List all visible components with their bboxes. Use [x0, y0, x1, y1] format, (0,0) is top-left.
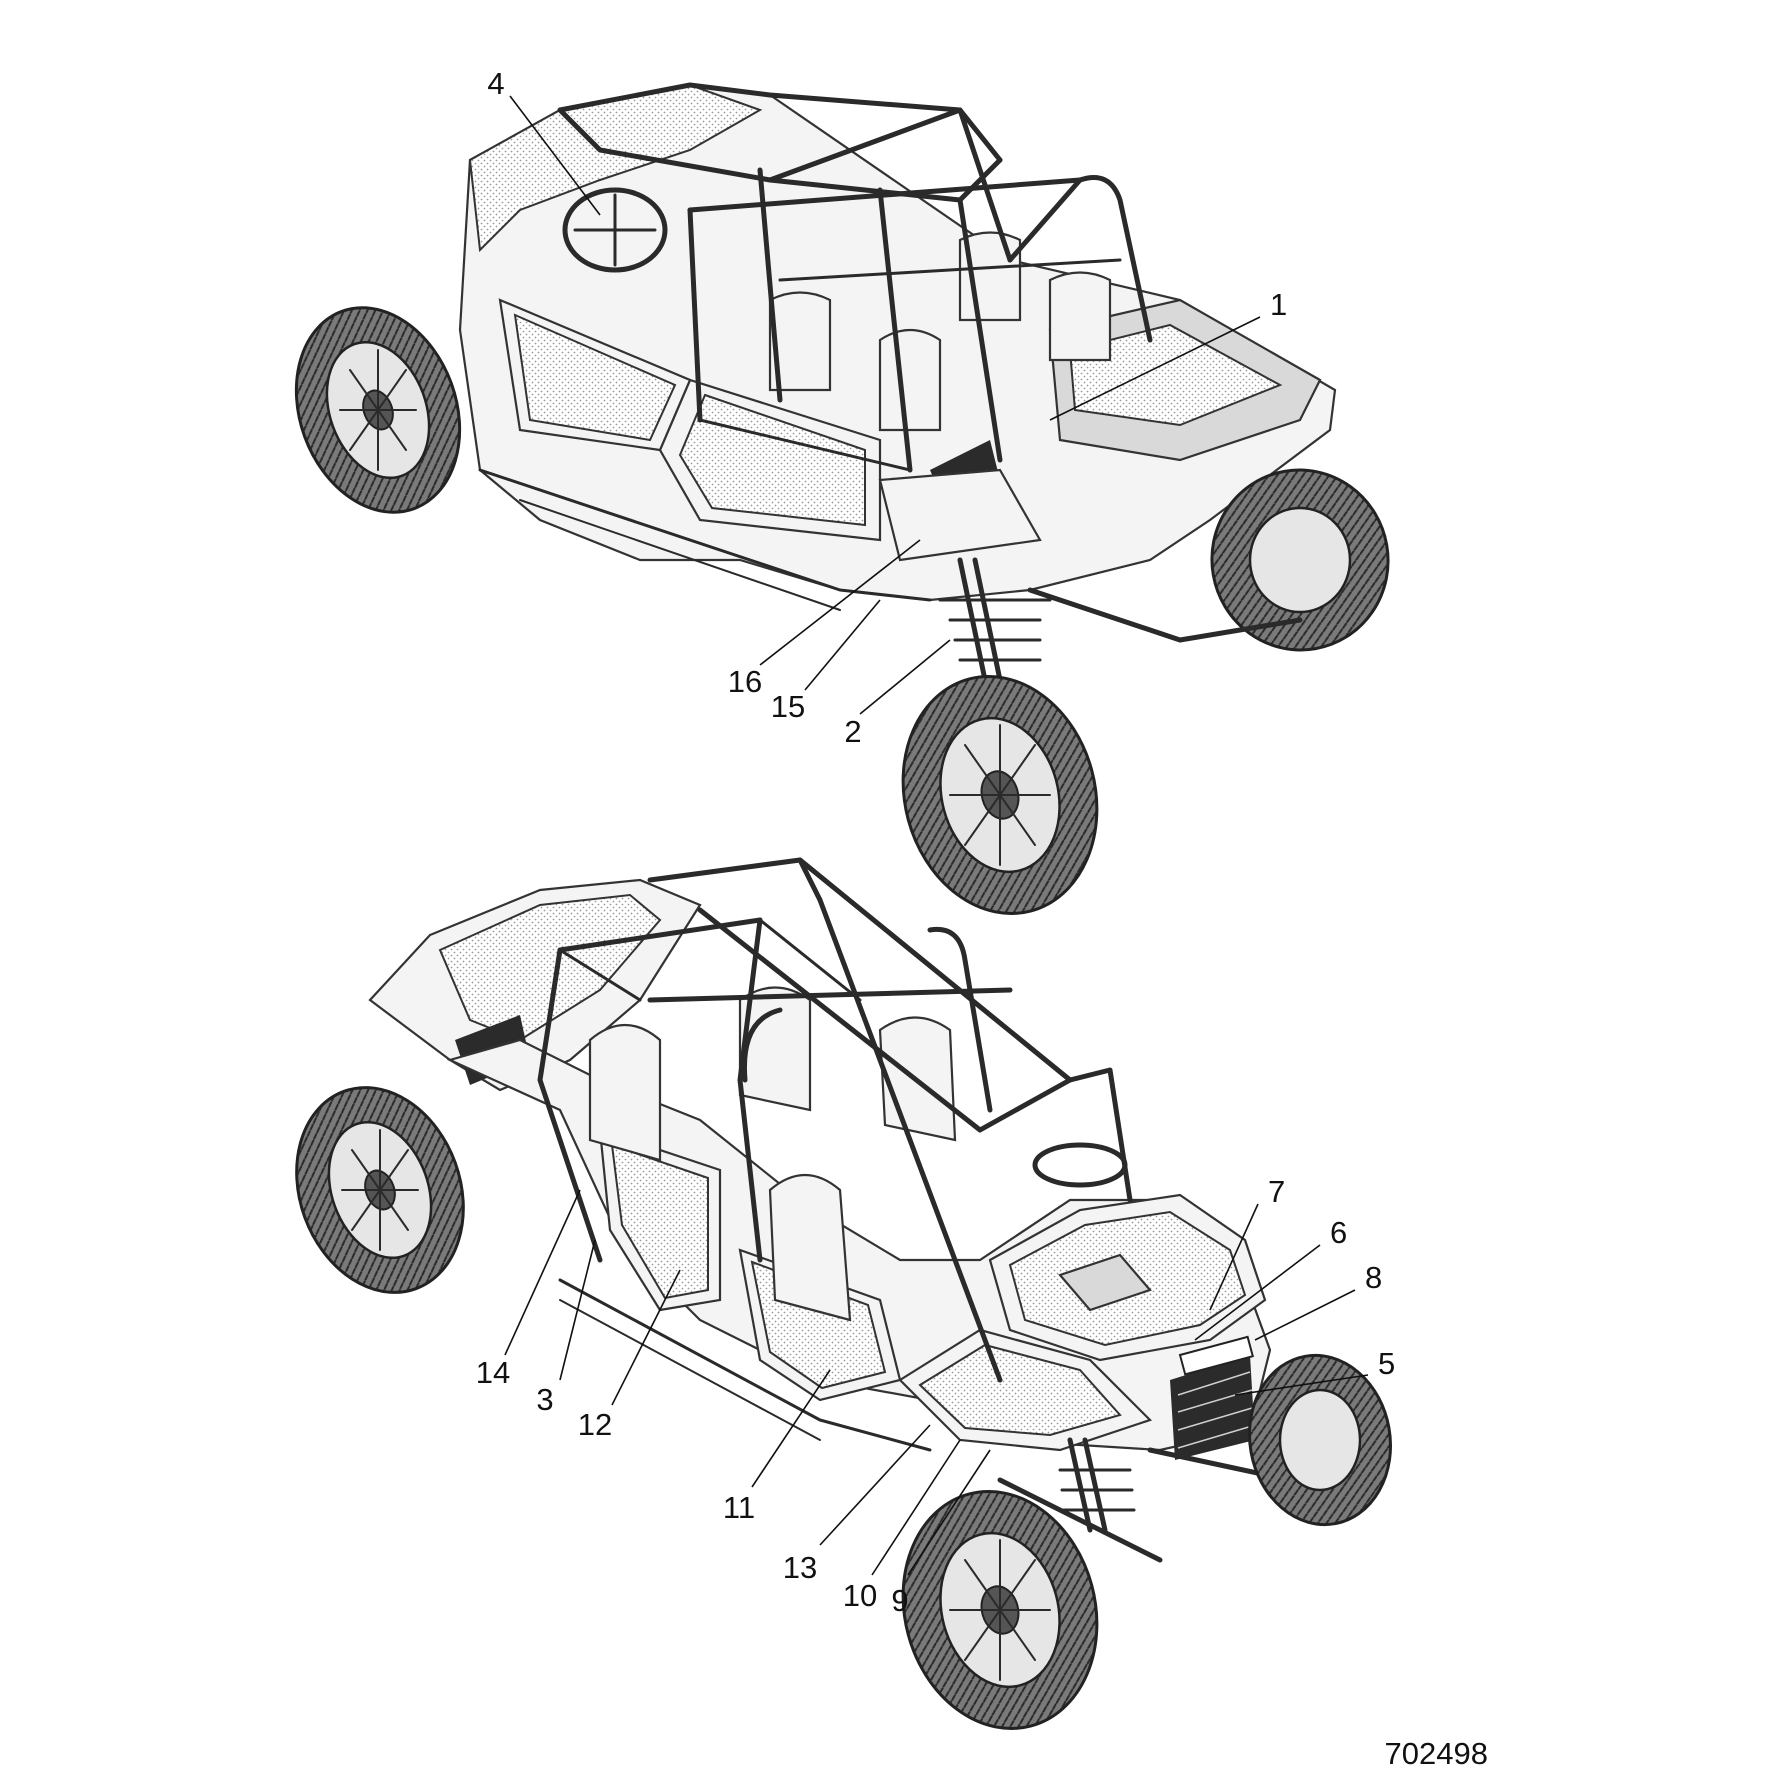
callout-7: 7 [1268, 1174, 1285, 1209]
lower-steering-wheel [1032, 1142, 1128, 1188]
callout-6: 6 [1330, 1215, 1347, 1250]
callout-4: 4 [487, 66, 504, 101]
upper-steering-wheel [562, 187, 668, 273]
upper-left-wheel [294, 306, 462, 514]
upper-right-rear-wheel [1210, 468, 1390, 652]
lower-seats [588, 986, 957, 1322]
upper-vehicle-illustration [294, 82, 1390, 915]
callout-16: 16 [728, 664, 762, 699]
lower-shock [1067, 1437, 1108, 1533]
lower-vehicle-illustration [295, 857, 1392, 1730]
callout-14: 14 [476, 1355, 510, 1390]
callout-9: 9 [891, 1583, 908, 1618]
callout-3: 3 [536, 1382, 553, 1417]
callout-10: 10 [843, 1578, 877, 1613]
callout-12: 12 [578, 1407, 612, 1442]
callout-13: 13 [783, 1550, 817, 1585]
callout-11: 11 [723, 1490, 755, 1525]
figure-reference-number: 702498 [1385, 1736, 1488, 1771]
lower-right-rear-wheel [1248, 1353, 1392, 1527]
lower-front-grille [1170, 1335, 1255, 1460]
callouts: 4 1 16 15 2 7 6 8 5 14 3 12 11 13 10 9 [476, 66, 1395, 1618]
upper-roll-cage [557, 82, 1153, 473]
callout-2: 2 [844, 714, 861, 749]
callout-8: 8 [1365, 1260, 1382, 1295]
callout-1: 1 [1270, 287, 1287, 322]
lower-roll-cage [537, 857, 1133, 1383]
callout-15: 15 [771, 689, 805, 724]
upper-right-front-wheel [901, 675, 1099, 915]
lower-right-front-wheel [901, 1490, 1099, 1730]
lower-left-wheel [295, 1086, 465, 1294]
callout-5: 5 [1378, 1346, 1395, 1381]
